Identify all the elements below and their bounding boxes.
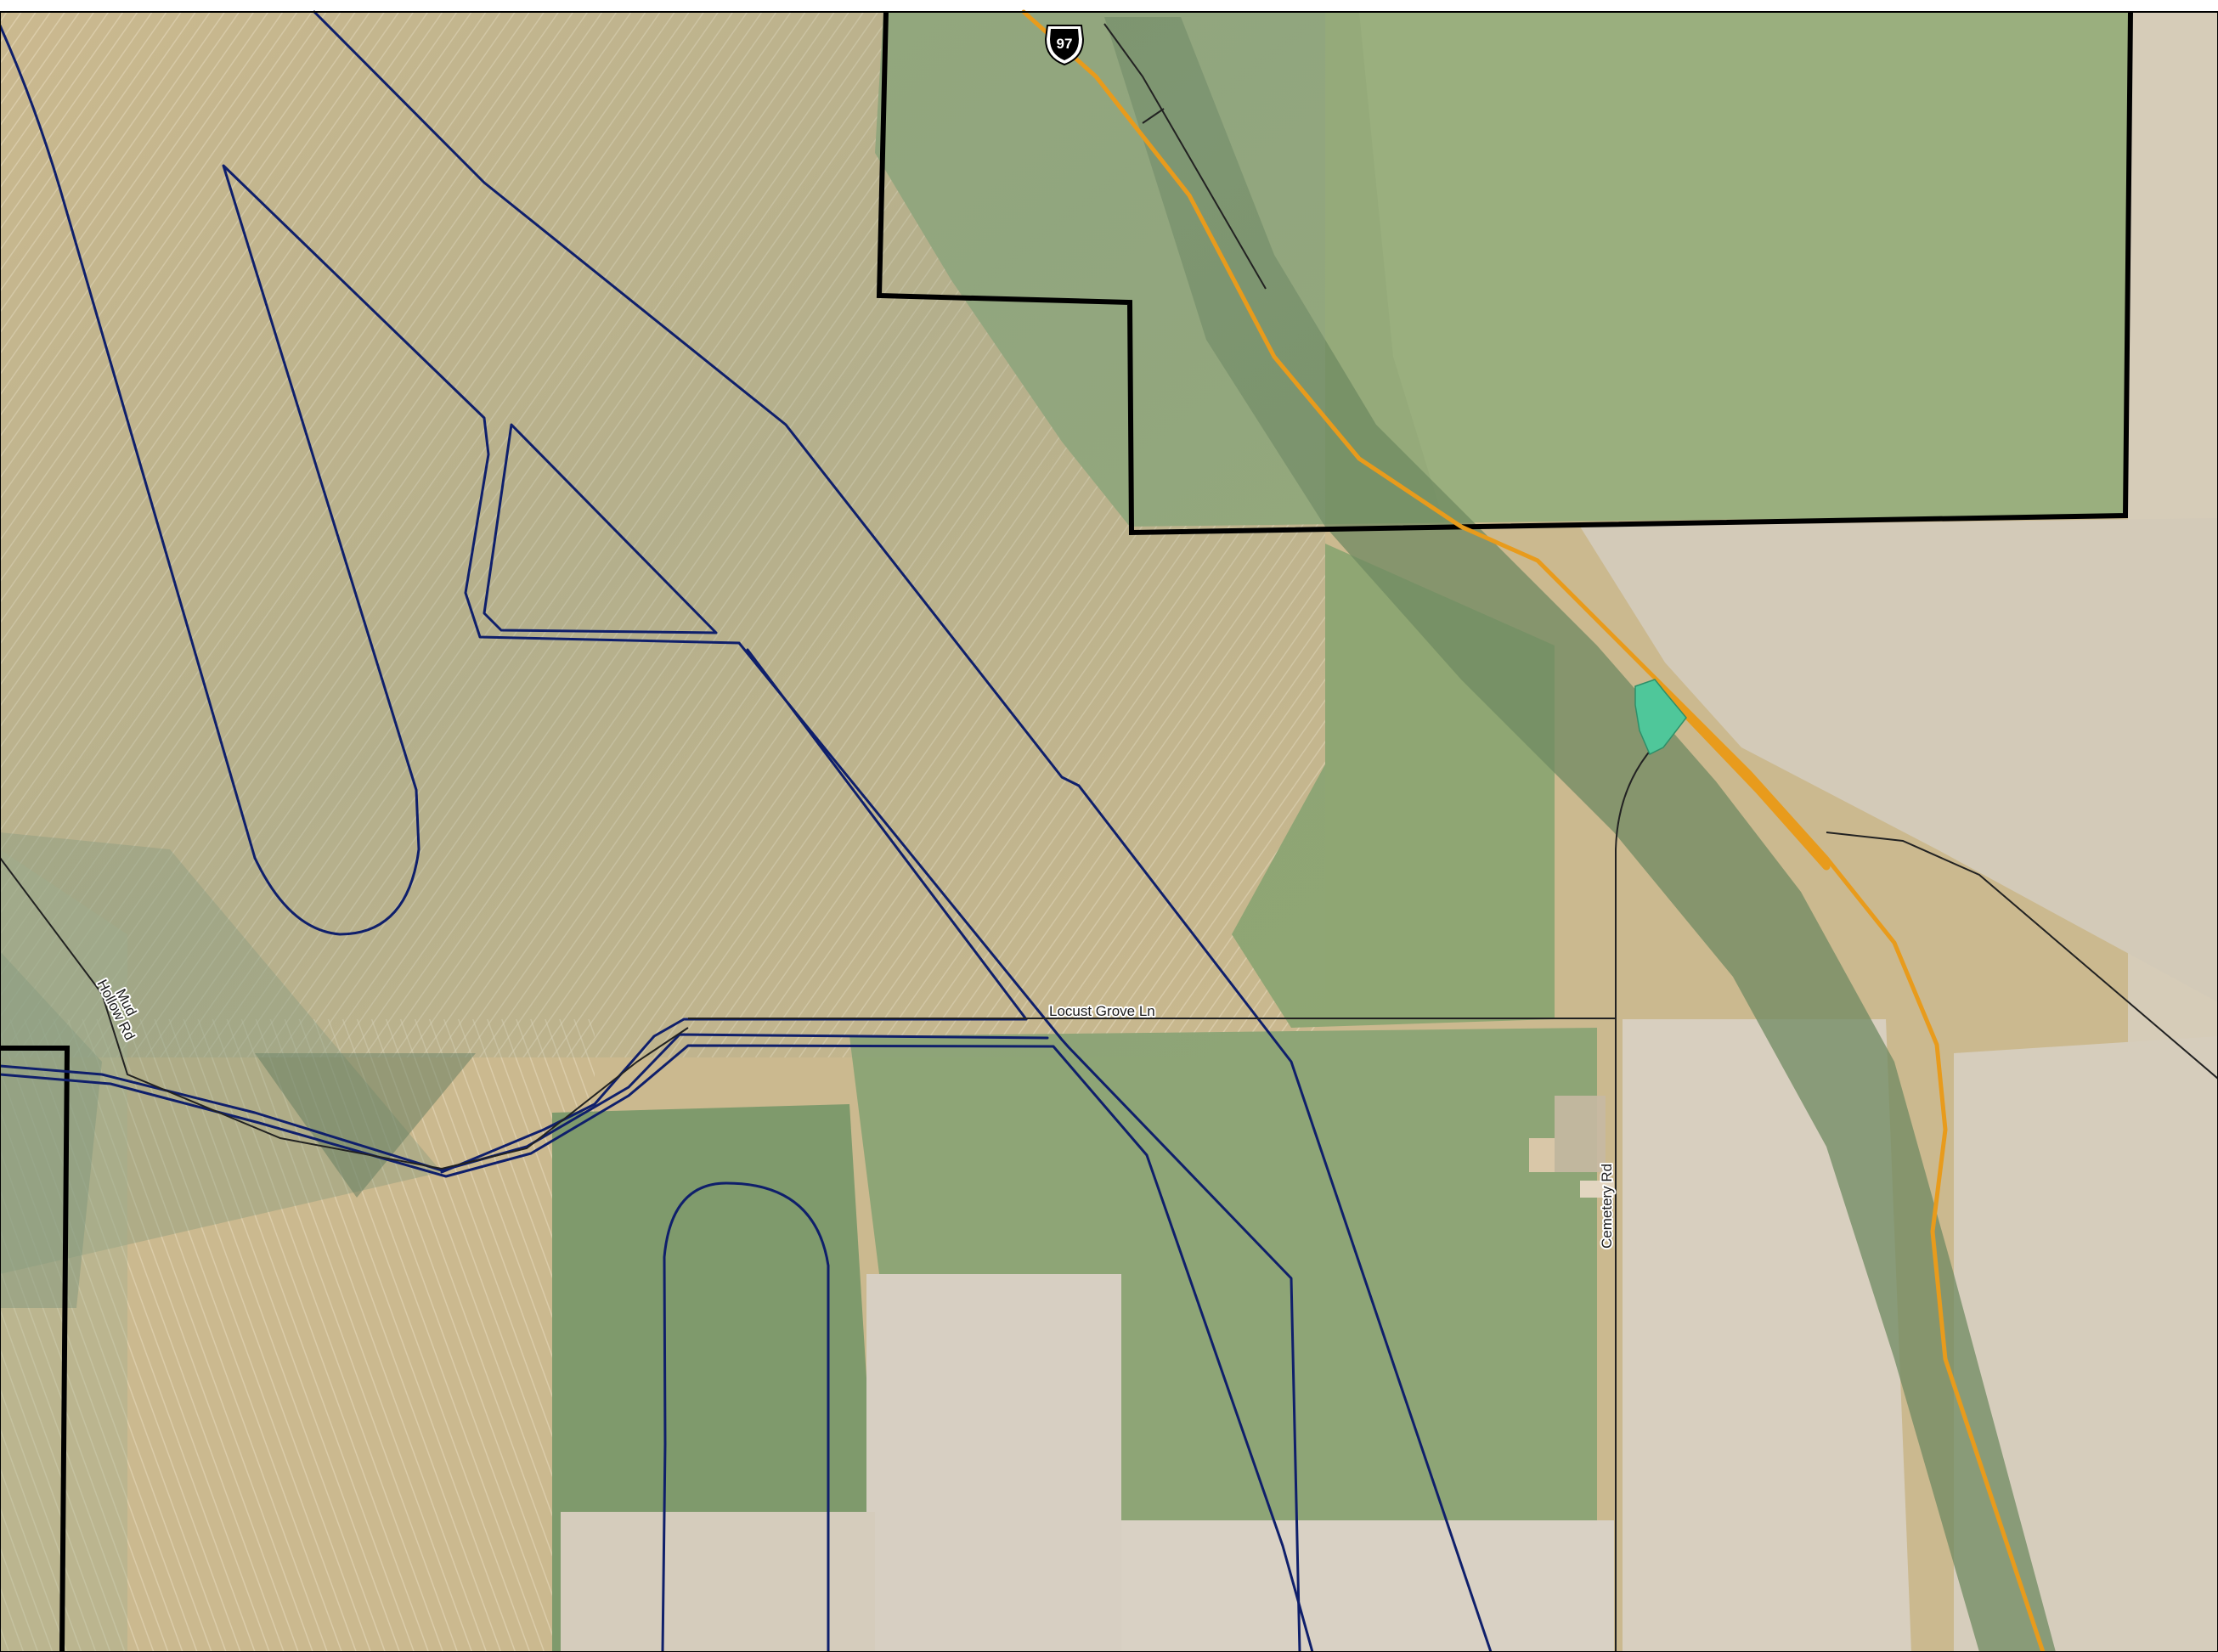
label-cemetery-rd: Cemetery Rd: [1599, 1164, 1615, 1249]
route-line-triangle: [483, 423, 718, 634]
highway-shield-number: 97: [1057, 36, 1073, 52]
route-line-west-1: [0, 24, 257, 860]
route-line-west-loop: [222, 164, 1301, 1652]
route-line-diagonal: [313, 10, 1493, 1652]
boundary-north-parcel: [876, 11, 2133, 536]
label-locust-grove-ln: Locust Grove Ln: [1049, 1003, 1155, 1019]
route-lines: [0, 10, 1493, 1652]
map-frame-border: [0, 11, 2218, 1652]
boundary-lines: [0, 11, 2133, 1652]
road-north-spur: [1103, 23, 1267, 290]
route-line-south-loop: [661, 1181, 830, 1652]
road-mud-hollow: [0, 857, 689, 1170]
settlement-cluster: [1529, 1096, 1614, 1198]
boundary-southwest-parcel: [0, 1046, 71, 1652]
highway-97: [1021, 9, 2046, 1652]
road-north-spur-tick: [1142, 108, 1165, 124]
road-frontage: [1826, 832, 2218, 1080]
highlighted-parcel[interactable]: [1634, 679, 1687, 756]
us-highway-shield-icon: 97: [1044, 25, 1085, 66]
route-line-return: [0, 1044, 1314, 1652]
aerial-imagery: [0, 12, 2218, 1652]
